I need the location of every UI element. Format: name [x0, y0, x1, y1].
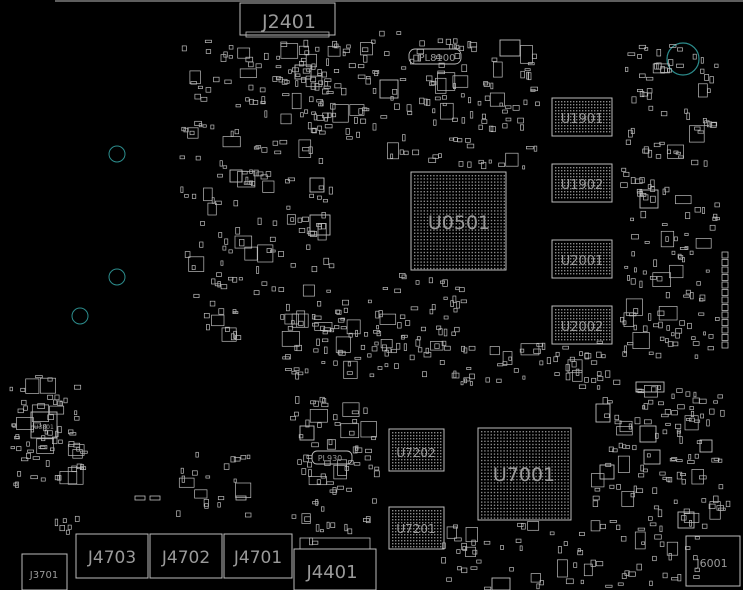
- label-u3801: U3801: [34, 424, 54, 431]
- small-components: [9, 30, 731, 590]
- label-u7201: U7201: [396, 522, 435, 536]
- label-u7001: U7001: [493, 464, 555, 486]
- label-j4401: J4401: [305, 562, 357, 583]
- chip-u1901[interactable]: U1901: [551, 97, 613, 137]
- label-j2401: J2401: [261, 11, 316, 33]
- chip-u7201[interactable]: U7201: [388, 506, 445, 550]
- label-j3701: J3701: [29, 570, 58, 581]
- connector-j4701[interactable]: J4701: [223, 533, 293, 579]
- label-pl8100: PL8100: [418, 53, 455, 64]
- inductor-pl930[interactable]: PL930: [311, 450, 353, 465]
- label-pl930: PL930: [318, 454, 343, 463]
- connector-j2401[interactable]: J2401: [239, 2, 336, 38]
- mount-hole-left-2: [108, 268, 126, 286]
- label-u2001: U2001: [561, 254, 604, 269]
- connector-j4703[interactable]: J4703: [75, 533, 149, 579]
- label-u7202: U7202: [396, 446, 435, 460]
- mount-hole-top-right: [666, 42, 700, 76]
- chip-u0501[interactable]: U0501: [410, 171, 507, 271]
- chip-u7001[interactable]: U7001: [477, 427, 572, 521]
- label-u1902: U1902: [561, 178, 604, 193]
- chip-u1902[interactable]: U1902: [551, 163, 613, 203]
- label-j4701: J4701: [233, 548, 282, 568]
- label-u0501: U0501: [428, 212, 490, 234]
- inductor-pl8100[interactable]: PL8100: [408, 48, 462, 65]
- chip-u2001[interactable]: U2001: [551, 239, 613, 279]
- label-j4703: J4703: [87, 548, 136, 568]
- connector-j4401[interactable]: J4401: [293, 537, 377, 590]
- connector-j6001[interactable]: J6001: [685, 535, 741, 587]
- label-u1901: U1901: [561, 112, 604, 127]
- label-j6001: J6001: [695, 557, 727, 570]
- connector-j4702[interactable]: J4702: [149, 533, 223, 579]
- pin-header-right: [721, 251, 729, 349]
- mount-hole-left-1: [108, 145, 126, 163]
- mount-hole-left-3: [71, 307, 89, 325]
- chip-u3801[interactable]: U3801: [30, 411, 58, 439]
- label-j4702: J4702: [161, 548, 210, 568]
- chip-u7202[interactable]: U7202: [388, 428, 445, 472]
- chip-u2002[interactable]: U2002: [551, 305, 613, 345]
- label-u2002: U2002: [561, 320, 604, 335]
- connector-j3701[interactable]: J3701: [21, 553, 68, 590]
